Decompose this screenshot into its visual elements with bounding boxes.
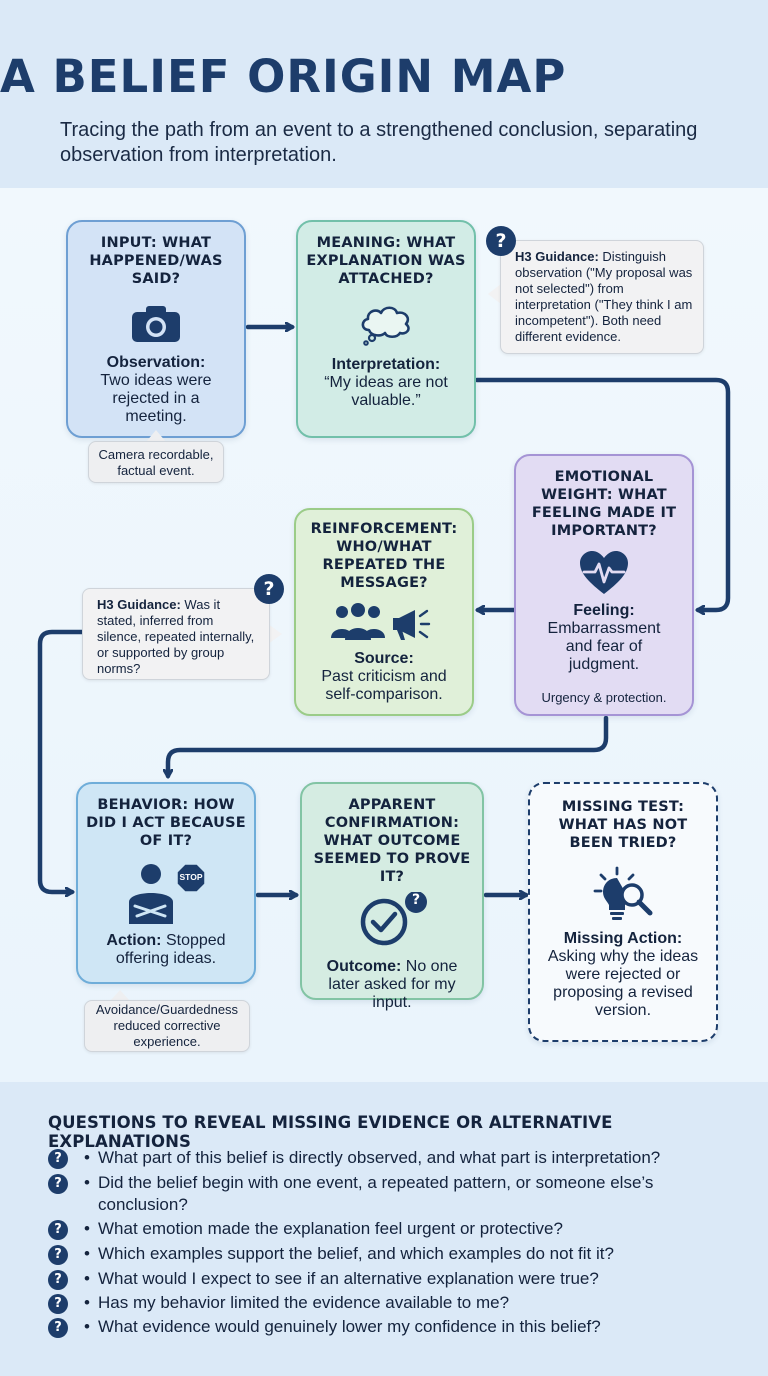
node-confirmation-label: Outcome: (326, 958, 402, 975)
question-text: What emotion made the explanation feel u… (98, 1219, 563, 1238)
node-confirmation-heading: APPARENT CONFIRMATION: WHAT OUTCOME SEEM… (313, 797, 471, 885)
guidance-1-label: H3 Guidance: (515, 249, 599, 264)
group-megaphone-icon (329, 602, 439, 642)
node-behavior-text: Stopped offering ideas. (115, 932, 226, 967)
node-behavior-heading: BEHAVIOR: HOW DID I ACT BECAUSE OF IT? (86, 797, 246, 849)
node-input: INPUT: WHAT HAPPENED/WAS SAID? Observati… (66, 220, 246, 438)
arrow-left-loop-to-behavior (37, 629, 85, 892)
node-input-text: Two ideas were rejected in a meeting. (100, 372, 212, 425)
camera-icon (130, 304, 182, 344)
node-reinforcement-heading: REINFORCEMENT: WHO/WHAT REPEATED THE MES… (310, 521, 458, 591)
guidance-2-pointer (268, 624, 282, 644)
question-item: ? What would I expect to see if an alter… (48, 1268, 738, 1292)
question-icon: ? (48, 1318, 68, 1338)
question-item: ? Did the belief begin with one event, a… (48, 1172, 738, 1218)
node-reinforcement-label: Source: (354, 650, 414, 667)
node-missing-label: Missing Action: (563, 930, 683, 947)
node-emotional-heading: EMOTIONAL WEIGHT: WHAT FEELING MADE IT I… (531, 469, 677, 539)
question-icon: ? (48, 1174, 68, 1194)
node-input-heading: INPUT: WHAT HAPPENED/WAS SAID? (89, 235, 223, 287)
question-icon: ? (48, 1270, 68, 1290)
node-missing-text: Asking why the ideas were rejected or pr… (547, 948, 699, 1019)
heartbeat-icon (578, 550, 630, 596)
note-avoidance-pointer (110, 990, 130, 1001)
question-icon: ? (48, 1294, 68, 1314)
question-text: What would I expect to see if an alterna… (98, 1269, 599, 1288)
question-icon: ? (48, 1245, 68, 1265)
node-missing-heading: MISSING TEST: WHAT HAS NOT BEEN TRIED? (558, 799, 688, 851)
question-item: ? Has my behavior limited the evidence a… (48, 1292, 738, 1316)
node-behavior-body: Action: Stopped offering ideas. (78, 932, 254, 968)
node-meaning: MEANING: WHAT EXPLANATION WAS ATTACHED? … (296, 220, 476, 438)
question-item: ? What emotion made the explanation feel… (48, 1218, 738, 1242)
guidance-2-text: Was it stated, inferred from silence, re… (97, 597, 255, 676)
question-badge-icon: ? (486, 226, 516, 256)
node-apparent-confirmation: APPARENT CONFIRMATION: WHAT OUTCOME SEEM… (300, 782, 484, 1011)
node-emotional-weight: EMOTIONAL WEIGHT: WHAT FEELING MADE IT I… (514, 454, 694, 716)
question-item: ? Which examples support the belief, and… (48, 1243, 738, 1267)
node-input-label: Observation: (106, 354, 206, 371)
node-emotional-footer: Urgency & protection. (541, 690, 667, 705)
question-item: ? What evidence would genuinely lower my… (48, 1316, 738, 1340)
question-text: Which examples support the belief, and w… (98, 1244, 614, 1263)
header (0, 0, 768, 188)
node-emotional-label: Feeling: (573, 602, 635, 619)
node-meaning-label: Interpretation: (331, 356, 441, 373)
question-text: Has my behavior limited the evidence ava… (98, 1293, 510, 1312)
questions-title: QUESTIONS TO REVEAL MISSING EVIDENCE OR … (48, 1113, 613, 1151)
confirmation-question-mark: ? (411, 892, 421, 908)
node-reinforcement: REINFORCEMENT: WHO/WHAT REPEATED THE MES… (294, 508, 474, 716)
guidance-1-pointer (488, 284, 501, 304)
stop-sign-label: STOP (179, 872, 203, 882)
person-stop-icon: STOP (125, 862, 207, 926)
question-item: ? What part of this belief is directly o… (48, 1147, 738, 1171)
arrow-to-behavior-top (168, 715, 609, 776)
note-camera-pointer (146, 430, 166, 442)
node-confirmation-body: Outcome: No one later asked for my input… (302, 958, 482, 1012)
guidance-box-2: H3 Guidance: Was it stated, inferred fro… (82, 588, 270, 680)
check-question-icon: ? (354, 891, 430, 948)
page-subtitle: Tracing the path from an event to a stre… (60, 119, 698, 166)
node-confirmation-text: No one later asked for my input. (328, 958, 458, 1011)
arrow-meaning-to-emotional (474, 377, 731, 610)
node-reinforcement-text: Past criticism and self-comparison. (321, 668, 447, 703)
question-text: What evidence would genuinely lower my c… (98, 1317, 601, 1336)
page-title: A BELIEF ORIGIN MAP (0, 50, 567, 103)
lightbulb-search-icon (588, 866, 658, 922)
thought-cloud-icon (357, 302, 415, 346)
node-behavior-label: Action: (106, 932, 162, 949)
node-emotional-text: Embarrassment and fear of judgment. (547, 620, 661, 673)
guidance-box-1: H3 Guidance: Distinguish observation ("M… (500, 240, 704, 354)
guidance-2-label: H3 Guidance: (97, 597, 181, 612)
question-badge-icon: ? (254, 574, 284, 604)
note-avoidance: Avoidance/Guardedness reduced corrective… (84, 1000, 250, 1052)
node-missing-test: MISSING TEST: WHAT HAS NOT BEEN TRIED? M… (528, 782, 718, 1042)
question-text: What part of this belief is directly obs… (98, 1148, 661, 1167)
question-icon: ? (48, 1220, 68, 1240)
question-icon: ? (48, 1149, 68, 1169)
note-camera: Camera recordable, factual event. (88, 441, 224, 483)
node-behavior: BEHAVIOR: HOW DID I ACT BECAUSE OF IT? S… (76, 782, 256, 984)
node-meaning-heading: MEANING: WHAT EXPLANATION WAS ATTACHED? (306, 235, 466, 287)
question-text: Did the belief begin with one event, a r… (98, 1173, 654, 1214)
guidance-1-text: Distinguish observation ("My proposal wa… (515, 249, 693, 344)
node-meaning-text: “My ideas are not valuable.” (324, 374, 448, 409)
